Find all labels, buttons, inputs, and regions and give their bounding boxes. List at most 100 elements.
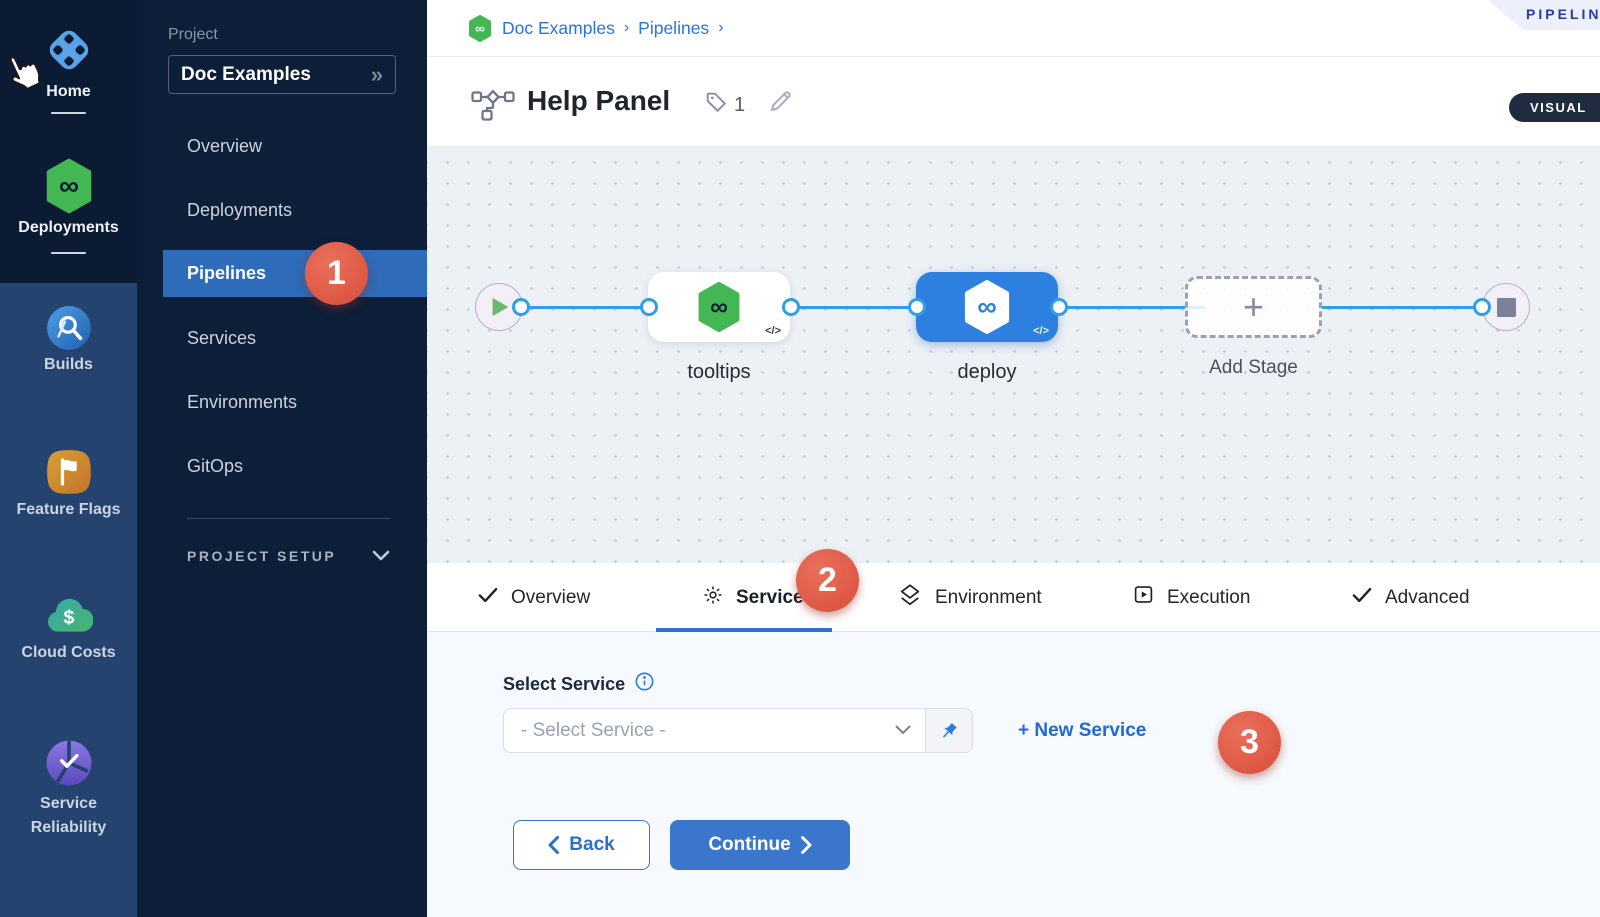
stage-node-tooltips[interactable]: ∞ </>: [648, 272, 790, 342]
harness-stage-icon: ∞: [698, 282, 740, 332]
stage-node-deploy[interactable]: ∞ </>: [916, 272, 1058, 342]
rail-item-deployments[interactable]: ∞ Deployments: [0, 158, 137, 254]
select-service-placeholder: - Select Service -: [521, 719, 666, 741]
rail-item-feature-flags[interactable]: Feature Flags: [0, 448, 137, 519]
pin-icon: [942, 722, 957, 738]
svg-text:∞: ∞: [710, 293, 728, 321]
connector-line: [520, 305, 648, 309]
tab-label: Execution: [1167, 586, 1251, 608]
project-setup-label: PROJECT SETUP: [187, 548, 337, 564]
ribbon-label: PIPELIN: [1526, 6, 1600, 22]
svg-text:$: $: [63, 606, 74, 628]
rail-item-home[interactable]: Home: [0, 22, 137, 114]
play-icon: [492, 298, 509, 316]
connector-port[interactable]: [907, 298, 926, 316]
svg-text:∞: ∞: [475, 20, 485, 35]
sidebar-item-services[interactable]: Services: [187, 327, 257, 348]
visual-yaml-toggle[interactable]: VISUAL: [1509, 93, 1600, 122]
callout-badge-2: 2: [796, 549, 859, 612]
svg-text:∞: ∞: [59, 170, 79, 201]
breadcrumb-separator: ›: [623, 19, 630, 36]
project-setup-toggle[interactable]: PROJECT SETUP: [187, 548, 390, 564]
chevron-down-icon: [895, 722, 911, 740]
rail-label-builds: Builds: [44, 356, 93, 373]
stop-icon: [1496, 297, 1516, 317]
connector-port[interactable]: [1049, 298, 1068, 316]
gear-icon: [703, 585, 723, 611]
connector-port[interactable]: [781, 298, 800, 316]
cloud-costs-icon: $: [45, 593, 94, 644]
project-name: Doc Examples: [181, 63, 311, 85]
connector-line: [790, 305, 916, 309]
sidebar-item-environments[interactable]: Environments: [187, 391, 298, 412]
select-service-dropdown[interactable]: - Select Service -: [503, 708, 973, 753]
service-reliability-icon: [45, 739, 93, 792]
environment-layers-icon: [898, 583, 922, 613]
rail-item-builds[interactable]: Builds: [0, 305, 137, 374]
sidebar-item-overview[interactable]: Overview: [187, 135, 263, 156]
rail-item-cloud-costs[interactable]: $ Cloud Costs: [0, 593, 137, 662]
tab-label: Advanced: [1385, 586, 1470, 608]
breadcrumb-link-project[interactable]: Doc Examples: [502, 17, 615, 38]
add-stage-button[interactable]: +: [1185, 276, 1322, 338]
chevron-down-icon: [372, 548, 390, 564]
visual-toggle-label: VISUAL: [1530, 100, 1587, 115]
connector-line: [1058, 305, 1205, 309]
tab-advanced[interactable]: Advanced: [1352, 563, 1470, 632]
pipeline-flowchart-icon: [470, 87, 516, 128]
tab-overview[interactable]: Overview: [478, 563, 590, 632]
pipeline-canvas[interactable]: ∞ </> tooltips ∞ </> deploy + Add Stage: [427, 147, 1600, 563]
plus-icon: +: [1242, 286, 1265, 327]
project-selector[interactable]: Doc Examples »: [168, 55, 396, 94]
back-button[interactable]: Back: [513, 820, 650, 870]
sidebar-divider: [187, 518, 390, 519]
tag-count: 1: [734, 94, 746, 116]
sidebar-item-gitops[interactable]: GitOps: [187, 455, 244, 476]
module-rail-section: Builds Feature Flags $ Cloud Costs: [0, 283, 137, 917]
tab-label: Overview: [511, 586, 591, 608]
tags-indicator[interactable]: 1: [704, 90, 745, 121]
breadcrumb: ∞ Doc Examples › Pipelines ›: [427, 0, 1600, 57]
pipeline-title-bar: Help Panel 1 VISUAL: [427, 57, 1600, 147]
rail-label-reliability: Reliability: [30, 819, 107, 836]
callout-badge-3: 3: [1218, 711, 1281, 774]
feature-flags-icon: [45, 448, 93, 501]
chevron-right-icon: [800, 836, 812, 854]
add-stage-label: Add Stage: [1209, 357, 1298, 378]
rail-divider: [51, 252, 86, 254]
connector-port[interactable]: [511, 298, 530, 316]
rail-item-service-reliability[interactable]: Service Reliability: [0, 739, 137, 840]
tag-icon: [704, 90, 729, 121]
rail-label-deployments: Deployments: [18, 219, 119, 236]
svg-text:∞: ∞: [977, 292, 996, 322]
sidebar-item-pipelines[interactable]: Pipelines: [163, 250, 427, 297]
sidebar-item-deployments[interactable]: Deployments: [187, 199, 293, 220]
tab-label: Environment: [935, 586, 1042, 608]
breadcrumb-link-pipelines[interactable]: Pipelines: [638, 17, 710, 38]
service-tab-panel: Select Service - Select Service -: [427, 632, 1600, 917]
stage-label-tooltips: tooltips: [687, 361, 751, 383]
check-icon: [478, 587, 498, 609]
tab-service[interactable]: Service: [703, 563, 804, 632]
main-content: ∞ Doc Examples › Pipelines › PIPELIN Hel…: [427, 0, 1600, 917]
stage-label-deploy: deploy: [957, 361, 1017, 383]
edit-pencil-icon[interactable]: [767, 88, 794, 120]
code-toggle-icon[interactable]: </>: [1033, 325, 1049, 337]
connector-port[interactable]: [639, 298, 658, 316]
select-service-field[interactable]: - Select Service -: [504, 709, 925, 752]
home-icon: [41, 22, 97, 83]
back-label: Back: [569, 834, 615, 855]
deployments-cd-icon: ∞: [43, 158, 95, 219]
pin-service-button[interactable]: [925, 709, 972, 752]
hand-cursor-icon: [0, 50, 44, 99]
chevron-left-icon: [548, 836, 560, 854]
continue-button[interactable]: Continue: [670, 820, 850, 870]
new-service-link[interactable]: + New Service: [1018, 719, 1147, 741]
connector-port[interactable]: [1472, 298, 1491, 316]
rail-divider: [51, 112, 86, 114]
info-icon[interactable]: [635, 672, 654, 696]
tab-execution[interactable]: Execution: [1133, 563, 1250, 632]
code-toggle-icon[interactable]: </>: [765, 325, 781, 337]
tab-environment[interactable]: Environment: [898, 563, 1042, 632]
double-chevron-icon: »: [370, 61, 383, 87]
